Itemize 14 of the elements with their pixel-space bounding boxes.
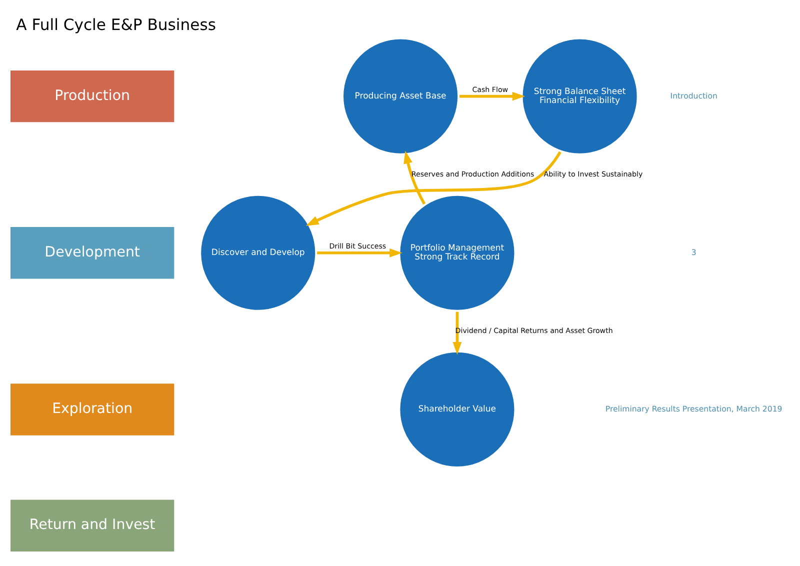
node-box: Production <box>10 70 174 122</box>
node-box: Return and Invest <box>10 500 174 552</box>
arrow <box>404 150 426 205</box>
arrow <box>459 92 526 101</box>
node-box: Development <box>10 227 174 279</box>
edge-label: Reserves and Production Additions <box>411 169 534 178</box>
arrow <box>452 312 462 355</box>
edge-label: Drill Bit Success <box>329 242 386 251</box>
edge-label: Ability to Invest Sustainably <box>544 169 643 178</box>
node-box: Exploration <box>10 384 174 436</box>
diagram-title: A Full Cycle E&P Business <box>16 16 216 34</box>
arrow <box>306 151 562 226</box>
edge-label: Cash Flow <box>472 85 508 94</box>
arrow <box>317 248 402 258</box>
